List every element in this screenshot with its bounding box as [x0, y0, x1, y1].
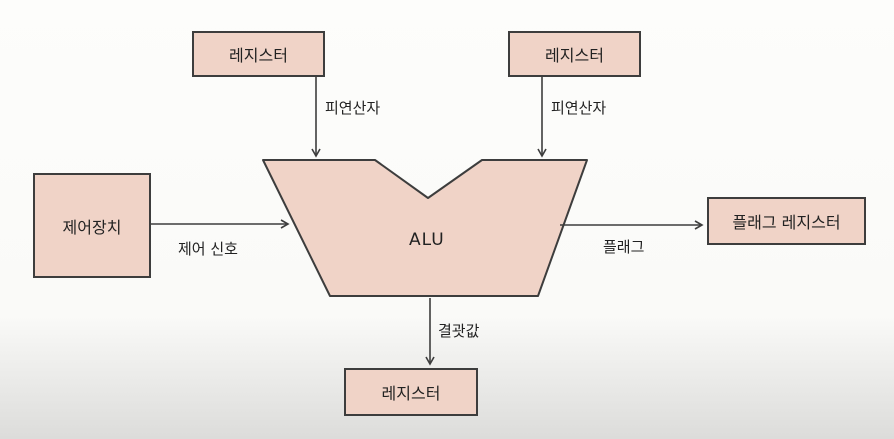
operand-right-label: 피연산자 — [551, 99, 607, 117]
control-signal-label: 제어 신호 — [178, 240, 238, 258]
flag-label: 플래그 — [603, 238, 645, 256]
alu-label: ALU — [409, 230, 445, 250]
operand-left-label: 피연산자 — [325, 99, 381, 117]
register-bottom: 레지스터 — [344, 368, 478, 416]
control-unit-box: 제어장치 — [33, 173, 151, 278]
register-top-left: 레지스터 — [192, 31, 325, 77]
alu-shape — [262, 159, 588, 297]
flag-register-box: 플래그 레지스터 — [707, 197, 866, 245]
register-top-right: 레지스터 — [508, 31, 641, 77]
result-label: 결괏값 — [438, 322, 480, 340]
